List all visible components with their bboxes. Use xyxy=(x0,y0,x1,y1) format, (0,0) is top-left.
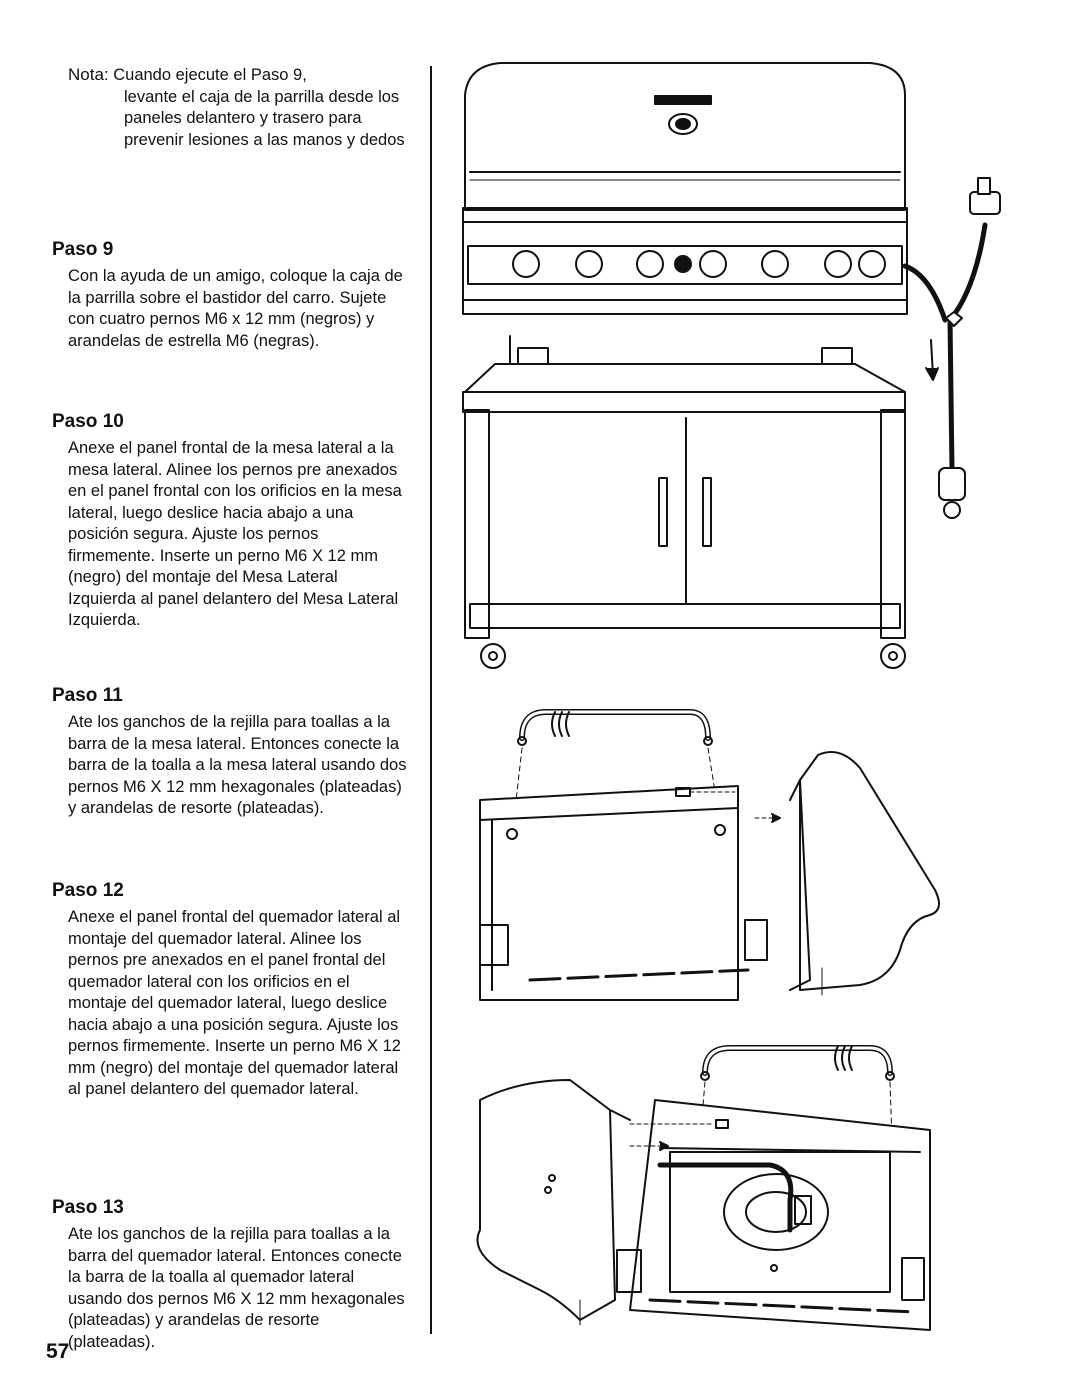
step-title: Paso 13 xyxy=(52,1197,124,1218)
note: Nota: Cuando ejecute el Paso 9, levante … xyxy=(68,64,408,151)
step-10: Paso 10 Anexe el panel frontal de la mes… xyxy=(52,410,408,632)
column-divider xyxy=(430,66,432,1334)
grill-head-illustration xyxy=(462,62,1001,519)
step-12: Paso 12 Anexe el panel frontal del quema… xyxy=(52,879,408,1101)
control-knobs xyxy=(512,250,886,278)
step-11: Paso 11 Ate los ganchos de la rejilla pa… xyxy=(52,684,408,820)
step-title: Paso 11 xyxy=(52,685,123,706)
page-number: 57 xyxy=(46,1340,70,1363)
step-13: Paso 13 Ate los ganchos de la rejilla pa… xyxy=(52,1196,408,1353)
side-burner-illustration xyxy=(476,1045,931,1331)
step-title: Paso 9 xyxy=(52,239,114,260)
step-text: Anexe el panel frontal de la mesa latera… xyxy=(68,439,402,629)
note-first-line: Cuando ejecute el Paso 9, xyxy=(113,66,307,84)
step-text: Con la ayuda de un amigo, coloque la caj… xyxy=(68,267,403,350)
note-label: Nota: xyxy=(68,65,109,84)
step-title: Paso 10 xyxy=(52,411,124,432)
step-text: Ate los ganchos de la rejilla para toall… xyxy=(68,1225,405,1351)
side-table-illustration xyxy=(479,709,940,1001)
instructions-column: Nota: Cuando ejecute el Paso 9, levante … xyxy=(52,64,408,1351)
step-text: Anexe el panel frontal del quemador late… xyxy=(68,908,401,1098)
step-title: Paso 12 xyxy=(52,880,124,901)
note-text: levante el caja de la parrilla desde los… xyxy=(124,87,405,149)
step-text: Ate los ganchos de la rejilla para toall… xyxy=(68,713,407,817)
step-9: Paso 9 Con la ayuda de un amigo, coloque… xyxy=(52,238,408,352)
cart-illustration xyxy=(462,335,906,669)
